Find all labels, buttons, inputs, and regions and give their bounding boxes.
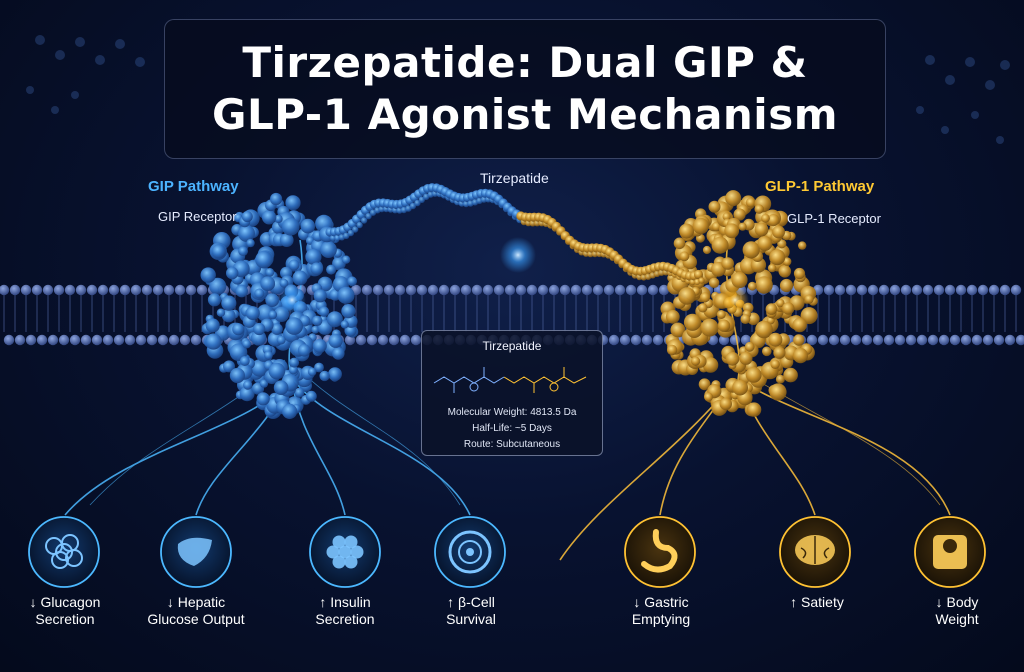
effect-beta-cell-label: ↑ β-Cell Survival xyxy=(406,594,536,628)
effect-glucagon-label: ↓ Glucagon Secretion xyxy=(0,594,130,628)
structural-formula xyxy=(433,367,587,393)
binding-glow xyxy=(500,237,536,273)
route-label: Route: xyxy=(463,439,494,450)
effect-line-2: Secretion xyxy=(35,611,95,627)
half-life: Half-Life: ~5 Days xyxy=(472,423,552,434)
title-line-2: GLP-1 Agonist Mechanism xyxy=(212,90,838,139)
stomach-icon xyxy=(624,516,696,588)
effect-gastric-label: ↓ Gastric Emptying xyxy=(596,594,726,628)
effect-line-1: ↑ β-Cell xyxy=(447,594,495,610)
tirzepatide-label: Tirzepatide xyxy=(480,170,549,186)
background-molecules xyxy=(26,35,1010,144)
brain-icon xyxy=(779,516,851,588)
effect-line-2: Weight xyxy=(935,611,979,627)
effect-line-2: Emptying xyxy=(631,611,691,627)
insulin-granules-icon xyxy=(309,516,381,588)
effect-icons xyxy=(28,516,986,588)
gip-core-glow xyxy=(278,286,306,314)
effect-line-1: ↓ Glucagon xyxy=(29,594,101,610)
effect-line-2: Secretion xyxy=(315,611,375,627)
effect-insulin-label: ↑ Insulin Secretion xyxy=(280,594,410,628)
title-panel: Tirzepatide: Dual GIP & GLP-1 Agonist Me… xyxy=(164,19,886,159)
title-line-1: Tirzepatide: Dual GIP & xyxy=(242,38,808,87)
route: Route: Subcutaneous xyxy=(422,439,602,450)
effect-hepatic-label: ↓ Hepatic Glucose Output xyxy=(131,594,261,628)
gip-receptor xyxy=(200,192,359,419)
gip-receptor-label: GIP Receptor xyxy=(158,209,237,224)
info-box-title: Tirzepatide xyxy=(482,339,542,353)
gip-pathway-label: GIP Pathway xyxy=(148,178,239,195)
effect-body-weight-label: ↓ Body Weight xyxy=(892,594,1022,628)
cells-icon xyxy=(28,516,100,588)
liver-icon xyxy=(160,516,232,588)
molecular-weight: Molecular Weight: 4813.5 Da xyxy=(447,407,577,418)
effect-line-2: Survival xyxy=(446,611,496,627)
glp1-receptor-label: GLP-1 Receptor xyxy=(787,211,881,226)
molecule-info-box: Tirzepatide Molecular Weight: 4813.5 Da … xyxy=(421,330,603,456)
route-value: Subcutaneous xyxy=(496,439,561,450)
effect-line-1: ↑ Insulin xyxy=(319,594,371,610)
beta-cell-icon xyxy=(434,516,506,588)
effect-line-2: Glucose Output xyxy=(147,611,245,627)
effect-line-1: ↓ Gastric xyxy=(633,594,689,610)
glp1-core-glow xyxy=(721,286,749,314)
effect-line-1: ↓ Hepatic xyxy=(166,594,226,610)
effect-line-1: ↑ Satiety xyxy=(790,594,844,610)
scale-icon xyxy=(914,516,986,588)
tirzepatide-molecule xyxy=(325,183,705,286)
effect-satiety-label: ↑ Satiety xyxy=(752,594,882,611)
effect-line-1: ↓ Body xyxy=(935,594,979,610)
glp1-pathway-label: GLP-1 Pathway xyxy=(765,178,875,195)
